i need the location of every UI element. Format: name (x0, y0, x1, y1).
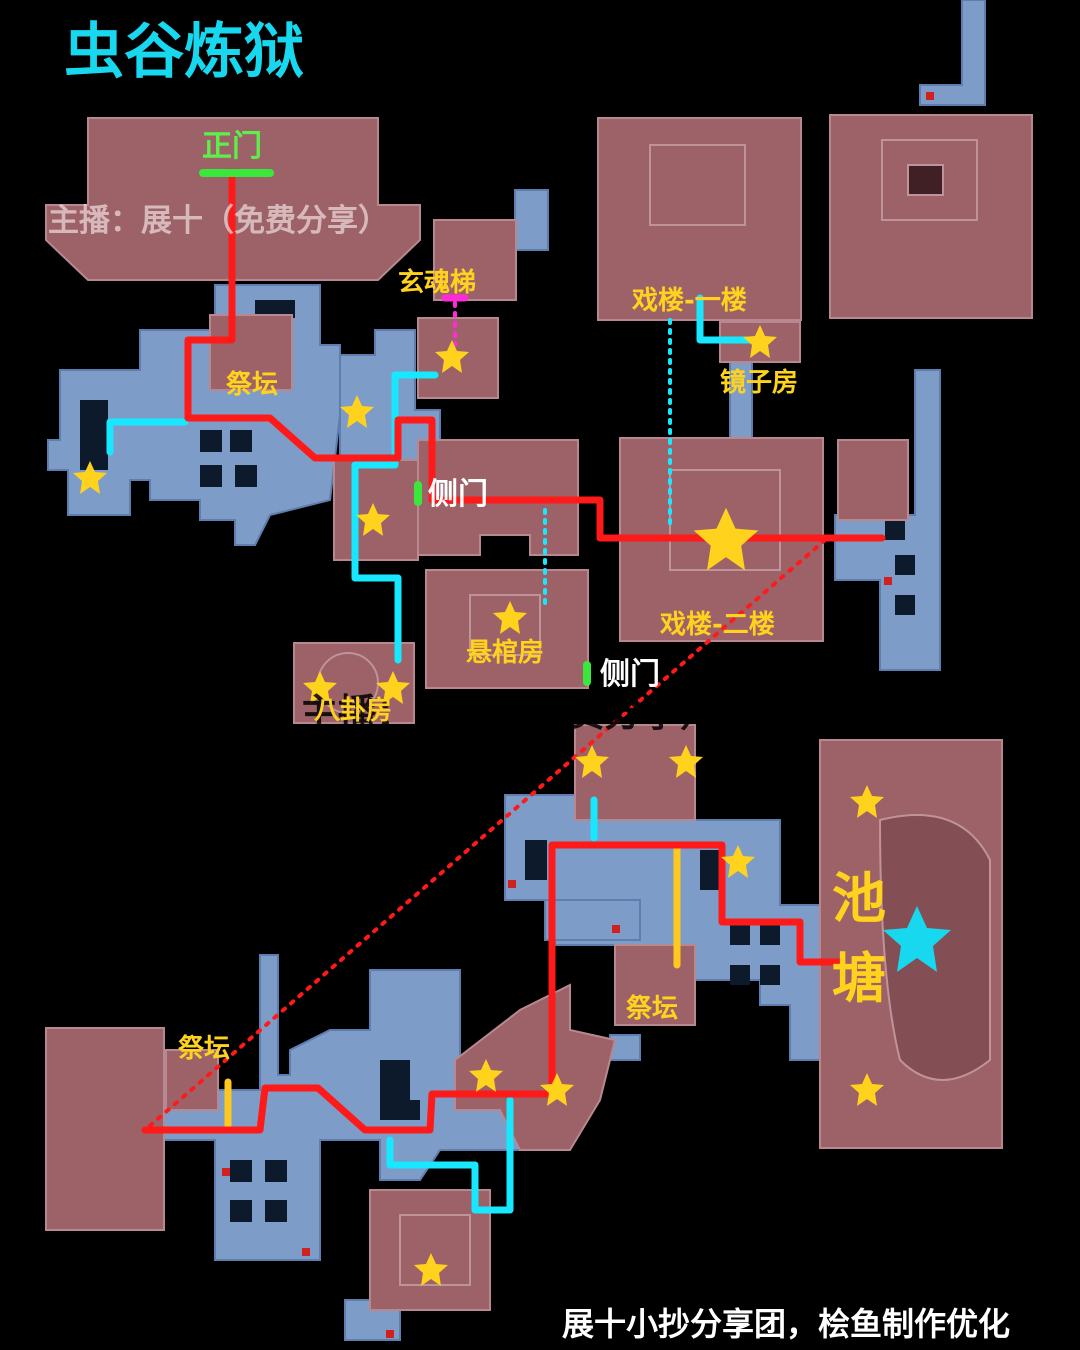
label-altar-lower-mid: 祭坛 (626, 994, 679, 1024)
streamer-watermark-lower: 主播：展十（免费分享） (300, 691, 719, 735)
chest-icon (926, 92, 934, 100)
corridor-east-top (919, 0, 986, 106)
label-main-gate: 正门 (202, 129, 262, 164)
room-altar-lower-mid (614, 944, 696, 1026)
main-route-upper (184, 168, 886, 542)
label-ladder: 玄魂梯 (398, 268, 477, 298)
label-bagua-room: 八卦房 (314, 696, 393, 726)
room-altar-upper (209, 314, 293, 391)
corridor-lower-right-stub (609, 1034, 641, 1061)
label-altar-upper: 祭坛 (226, 370, 279, 400)
alt-route-mid (351, 371, 439, 664)
credit-footer: 展十小抄分享团，桧鱼制作优化 (562, 1305, 1011, 1343)
corridor-layer (47, 0, 986, 1341)
corridor-cells (80, 300, 915, 1222)
label-pond-1: 池 (832, 867, 886, 930)
chest-icon (884, 577, 892, 585)
corridor-lower-spur (544, 899, 641, 941)
corridor-ladder-top (514, 189, 549, 251)
chest-icon (222, 1168, 230, 1176)
room-altar-lower-west (165, 1049, 219, 1111)
room-east-small (837, 439, 909, 521)
alt-route-west (106, 418, 189, 456)
label-coffin-room: 悬棺房 (466, 638, 545, 668)
chest-icon (386, 1330, 394, 1338)
map-title: 虫谷炼狱 (64, 17, 304, 87)
label-side-gate-1: 侧门 (428, 477, 488, 512)
dotted-link-diagonal (143, 538, 827, 1132)
label-altar-lower-west: 祭坛 (178, 1034, 231, 1064)
label-pond-2: 塘 (832, 947, 886, 1010)
streamer-watermark: 主播：展十（免费分享） (48, 203, 389, 239)
label-side-gate-2: 侧门 (600, 657, 660, 692)
chest-icon (508, 880, 516, 888)
room-details (317, 139, 991, 1286)
chest-icon (302, 1248, 310, 1256)
label-stage-floor-1: 戏楼-一楼 (632, 286, 747, 316)
alt-route-mirror (696, 294, 764, 344)
chest-icon (612, 925, 620, 933)
main-route-lower (141, 841, 844, 1134)
room-ladder-top (433, 219, 517, 301)
route-layer (106, 168, 886, 1214)
alt-route-lower (386, 1096, 514, 1214)
room-stage-upper (597, 117, 802, 321)
label-stage-floor-2: 戏楼-二楼 (660, 610, 775, 640)
room-upper-right (829, 114, 1033, 319)
marker-layer (222, 92, 934, 1338)
label-mirror-room: 镜子房 (720, 368, 799, 398)
